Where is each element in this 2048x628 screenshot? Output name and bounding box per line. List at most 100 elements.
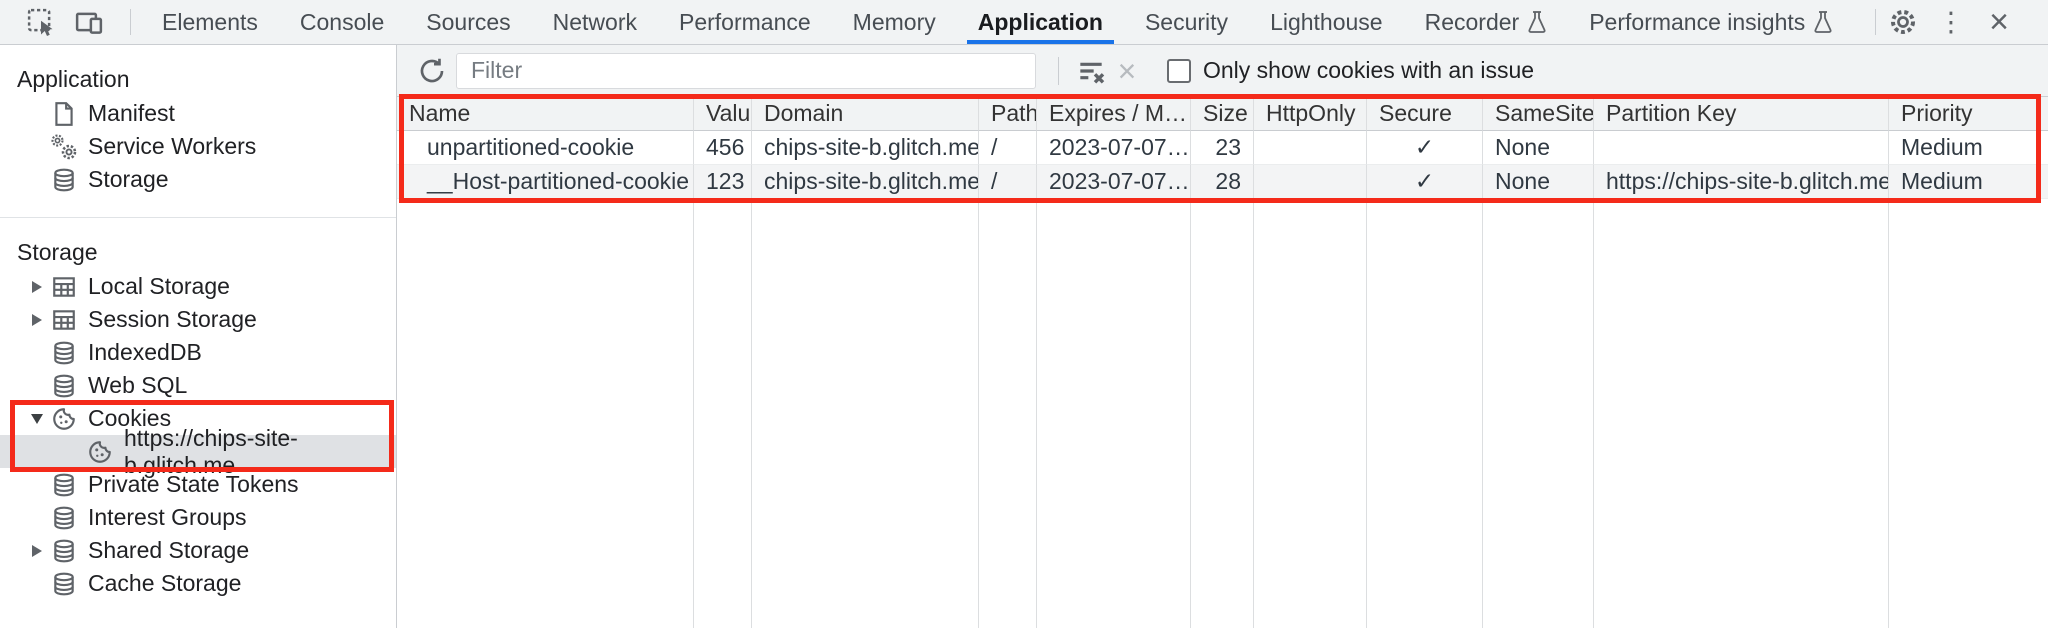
- col-header-secure[interactable]: Secure: [1367, 97, 1483, 131]
- cookie-cell-httponly[interactable]: [1254, 131, 1367, 165]
- tab-application[interactable]: Application: [957, 0, 1124, 44]
- col-header-path[interactable]: Path: [979, 97, 1037, 131]
- sidebar-item-storage[interactable]: Storage: [0, 163, 396, 196]
- sidebar-item-local-storage[interactable]: Local Storage: [0, 270, 396, 303]
- toolbar-divider: [130, 9, 131, 35]
- database-icon: [50, 471, 78, 499]
- tab-console[interactable]: Console: [299, 8, 385, 35]
- col-header-size[interactable]: Size: [1191, 97, 1254, 131]
- device-toolbar-icon[interactable]: [72, 5, 106, 39]
- table-column-filler: [979, 199, 1037, 628]
- more-options-icon[interactable]: ⋮: [1937, 6, 1965, 37]
- col-header-httponly[interactable]: HttpOnly: [1254, 97, 1367, 131]
- inspect-element-icon[interactable]: [24, 5, 58, 39]
- database-icon: [50, 166, 78, 194]
- tab-memory[interactable]: Memory: [852, 8, 936, 35]
- cookie-cell-path[interactable]: /: [979, 165, 1037, 199]
- chevron-right-icon[interactable]: [32, 544, 42, 557]
- col-header-samesite[interactable]: SameSite: [1483, 97, 1594, 131]
- panel-tabs: Elements Console Sources Network Perform…: [141, 0, 1854, 44]
- cookie-cell-priority[interactable]: Medium: [1889, 165, 2048, 199]
- cookie-cell-secure[interactable]: ✓: [1367, 131, 1483, 165]
- sidebar-item-cookie-origin[interactable]: https://chips-site-b.glitch.me: [0, 425, 396, 478]
- sidebar-item-service-workers[interactable]: Service Workers: [0, 130, 396, 163]
- col-header-partition-key[interactable]: Partition Key: [1594, 97, 1889, 131]
- tab-performance[interactable]: Performance: [679, 8, 811, 35]
- cookie-cell-samesite[interactable]: None: [1483, 165, 1594, 199]
- table-column-filler: [1037, 199, 1191, 628]
- toolbar-divider: [1875, 9, 1876, 35]
- chevron-right-icon[interactable]: [32, 280, 42, 293]
- clear-filter-icon[interactable]: [1073, 53, 1109, 89]
- cookie-cell-name[interactable]: __Host-partitioned-cookie: [397, 165, 694, 199]
- sidebar-item-shared-storage[interactable]: Shared Storage: [0, 534, 396, 567]
- cookie-cell-domain[interactable]: chips-site-b.glitch.me: [752, 165, 979, 199]
- tab-performance-insights[interactable]: Performance insights: [1568, 0, 1854, 44]
- cookie-cell-httponly[interactable]: [1254, 165, 1367, 199]
- table-column-filler: [1594, 199, 1889, 628]
- sidebar-item-cookies[interactable]: Cookies: [0, 402, 396, 435]
- table-column-filler: [1367, 199, 1483, 628]
- table-column-filler: [752, 199, 979, 628]
- sidebar-item-indexeddb[interactable]: IndexedDB: [0, 336, 396, 369]
- table-icon: [50, 273, 78, 301]
- settings-gear-icon[interactable]: [1886, 5, 1920, 39]
- topbar-right-controls: ⋮ ×: [1865, 5, 2048, 39]
- sidebar-item-web-sql[interactable]: Web SQL: [0, 369, 396, 402]
- col-header-name[interactable]: Name: [397, 97, 694, 131]
- cookie-cell-expires[interactable]: 2023-07-07…: [1037, 165, 1191, 199]
- col-header-expires[interactable]: Expires / M…: [1037, 97, 1191, 131]
- sidebar-item-manifest[interactable]: Manifest: [0, 97, 396, 130]
- cookie-cell-partition-key[interactable]: [1594, 131, 1889, 165]
- sidebar-item-cache-storage[interactable]: Cache Storage: [0, 567, 396, 600]
- experiment-flask-icon: [1527, 10, 1547, 34]
- filter-input[interactable]: [456, 52, 1036, 89]
- chevron-right-icon[interactable]: [32, 313, 42, 326]
- cookie-cell-path[interactable]: /: [979, 131, 1037, 165]
- cookie-cell-domain[interactable]: chips-site-b.glitch.me: [752, 131, 979, 165]
- cookie-cell-priority[interactable]: Medium: [1889, 131, 2048, 165]
- database-icon: [50, 570, 78, 598]
- close-devtools-icon[interactable]: ×: [1989, 3, 2009, 41]
- sidebar-item-private-state-tokens[interactable]: Private State Tokens: [0, 468, 396, 501]
- cookies-toolbar: × Only show cookies with an issue: [397, 45, 2048, 97]
- cookie-table: Name Value Domain Path Expires / M… Size…: [397, 97, 2048, 628]
- issue-filter-checkbox[interactable]: [1167, 58, 1191, 83]
- cookie-icon: [50, 405, 78, 433]
- tab-lighthouse[interactable]: Lighthouse: [1270, 8, 1383, 35]
- issue-filter-label[interactable]: Only show cookies with an issue: [1203, 57, 1535, 83]
- sidebar-item-session-storage[interactable]: Session Storage: [0, 303, 396, 336]
- tab-security[interactable]: Security: [1144, 8, 1229, 35]
- section-title-application: Application: [17, 66, 130, 92]
- cookie-cell-value[interactable]: 123: [694, 165, 752, 199]
- document-icon: [50, 100, 78, 128]
- sidebar-item-interest-groups[interactable]: Interest Groups: [0, 501, 396, 534]
- application-sidebar: Application Manifest: [0, 45, 397, 628]
- database-icon: [50, 372, 78, 400]
- tab-sources[interactable]: Sources: [426, 8, 511, 35]
- tab-recorder[interactable]: Recorder: [1404, 0, 1569, 44]
- cookie-cell-secure[interactable]: ✓: [1367, 165, 1483, 199]
- clear-all-icon[interactable]: ×: [1117, 52, 1137, 89]
- cookie-cell-size[interactable]: 23: [1191, 131, 1254, 165]
- cookie-icon: [86, 438, 114, 466]
- tab-network[interactable]: Network: [552, 8, 637, 35]
- cookies-panel: × Only show cookies with an issue Name V…: [397, 45, 2048, 628]
- chevron-down-icon[interactable]: [31, 413, 43, 424]
- cookie-cell-expires[interactable]: 2023-07-07…: [1037, 131, 1191, 165]
- tab-elements[interactable]: Elements: [162, 8, 258, 35]
- cookie-cell-size[interactable]: 28: [1191, 165, 1254, 199]
- table-column-filler: [397, 199, 694, 628]
- table-column-filler: [1191, 199, 1254, 628]
- cookie-cell-name[interactable]: unpartitioned-cookie: [397, 131, 694, 165]
- cookie-cell-partition-key[interactable]: https://chips-site-b.glitch.me: [1594, 165, 1889, 199]
- table-icon: [50, 306, 78, 334]
- col-header-priority[interactable]: Priority: [1889, 97, 2048, 131]
- col-header-value[interactable]: Value: [694, 97, 752, 131]
- refresh-icon[interactable]: [414, 53, 450, 89]
- table-column-filler: [1483, 199, 1594, 628]
- cookie-cell-value[interactable]: 456: [694, 131, 752, 165]
- col-header-domain[interactable]: Domain: [752, 97, 979, 131]
- section-title-storage: Storage: [17, 239, 98, 265]
- cookie-cell-samesite[interactable]: None: [1483, 131, 1594, 165]
